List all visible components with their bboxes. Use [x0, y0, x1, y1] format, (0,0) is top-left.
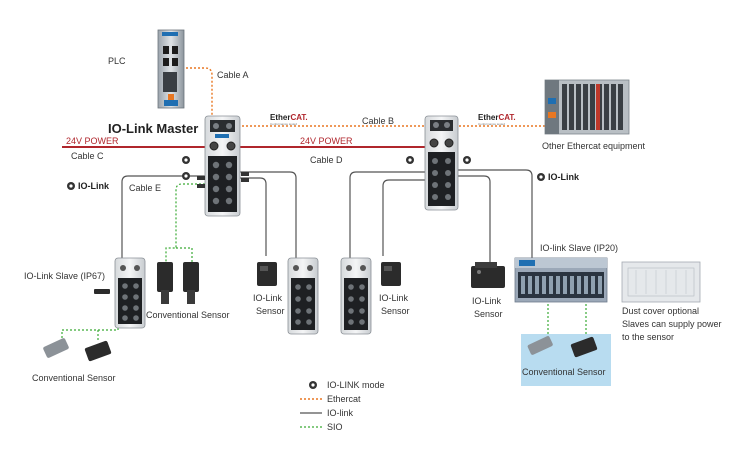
- conventional-sensor-left: [43, 338, 112, 362]
- legend-sio-label: SIO: [327, 422, 343, 432]
- iolink-cable-e: [121, 175, 205, 258]
- dust-cover-line-3: to the sensor: [622, 332, 674, 342]
- legend-iolink-label: IO-link: [327, 408, 354, 418]
- sio-cable-mid: [165, 183, 205, 262]
- connector-plug-icon: [94, 289, 110, 294]
- iolink-sensor-2-label-2: Sensor: [381, 306, 410, 316]
- iolink-sensor-2: [381, 262, 401, 286]
- iolink-cable-to-ip20: [458, 169, 533, 258]
- iolink-cable-to-slave3: [349, 171, 425, 258]
- iolink-mode-icon: [182, 172, 190, 180]
- other-ethercat-label: Other Ethercat equipment: [542, 141, 646, 151]
- sio-cable-left: [61, 308, 119, 342]
- plc-device: [157, 29, 185, 109]
- cable-a-label: Cable A: [217, 70, 249, 80]
- iolink-mode-icon: [182, 156, 190, 164]
- conventional-sensor-highlight: [521, 334, 611, 386]
- dust-cover-line-2: Slaves can supply power: [622, 319, 722, 329]
- cable-d-label: Cable D: [310, 155, 343, 165]
- svg-text:EtherCAT.: EtherCAT.: [270, 113, 308, 122]
- legend: IO-LINK mode Ethercat IO-link SIO: [300, 380, 385, 432]
- sio-cable-right: [547, 304, 587, 334]
- svg-text:Conformance tested: Conformance tested: [270, 122, 297, 126]
- iolink-cable-to-sensor2: [382, 179, 425, 256]
- power-left-label: 24V POWER: [66, 136, 119, 146]
- iolink-master-2: [424, 115, 459, 211]
- iolink-slave-ip67-mid: [287, 257, 319, 335]
- ethercat-cable-a: [178, 67, 213, 118]
- legend-mode-label: IO-LINK mode: [327, 380, 385, 390]
- other-ethercat-equipment: [544, 79, 630, 135]
- iolink-sensor-3-label: IO-Link: [472, 296, 502, 306]
- iolink-slave-ip20: [514, 257, 608, 303]
- conv-sensor-left-label: Conventional Sensor: [32, 373, 116, 383]
- slave-ip67-label: IO-Link Slave (IP67): [24, 271, 105, 281]
- iolink-sensor-3-label-2: Sensor: [474, 309, 503, 319]
- conventional-sensor-mid: [157, 262, 199, 304]
- legend-ethercat-label: Ethercat: [327, 394, 361, 404]
- cable-e-label: Cable E: [129, 183, 161, 193]
- iolink-mode-icon: [406, 156, 414, 164]
- conv-sensor-mid-label: Conventional Sensor: [146, 310, 230, 320]
- legend-mode-icon: [309, 381, 317, 389]
- svg-text:EtherCAT.: EtherCAT.: [478, 113, 516, 122]
- ethercat-logo-2: EtherCAT. Conformance tested: [478, 113, 516, 126]
- iolink-slave-ip67-right: [340, 257, 372, 335]
- iolink-sensor-3: [471, 262, 505, 288]
- iolink-right-label: IO-Link: [548, 172, 580, 182]
- dust-cover-line-1: Dust cover optional: [622, 306, 699, 316]
- iolink-sensor-1-label-2: Sensor: [256, 306, 285, 316]
- iolink-slave-ip67-left: [114, 257, 146, 329]
- iolink-sensor-2-label: IO-Link: [379, 293, 409, 303]
- ethercat-logo-1: EtherCAT. Conformance tested: [270, 113, 308, 126]
- iolink-mode-icon: [67, 182, 75, 190]
- iolink-cable-to-sensor3: [458, 175, 491, 262]
- iolink-cable-to-slave2: [240, 171, 297, 258]
- dust-cover: [621, 261, 701, 303]
- plc-label: PLC: [108, 56, 126, 66]
- power-right-label: 24V POWER: [300, 136, 353, 146]
- iolink-cable-to-sensor1: [240, 177, 267, 256]
- iolink-left-label: IO-Link: [78, 181, 110, 191]
- connector-plug-icon: [197, 172, 249, 188]
- iolink-mode-icon: [463, 156, 471, 164]
- slave-ip20-label: IO-link Slave (IP20): [540, 243, 618, 253]
- iolink-master-1: [204, 115, 241, 217]
- cable-b-label: Cable B: [362, 116, 394, 126]
- master-title: IO-Link Master: [108, 121, 198, 136]
- cable-c-label: Cable C: [71, 151, 104, 161]
- iolink-mode-icon: [537, 173, 545, 181]
- conventional-sensor-right: [527, 336, 598, 358]
- conv-sensor-right-label: Conventional Sensor: [522, 367, 606, 377]
- iolink-sensor-1: [257, 262, 277, 286]
- iolink-sensor-1-label: IO-Link: [253, 293, 283, 303]
- svg-text:Conformance tested: Conformance tested: [478, 122, 505, 126]
